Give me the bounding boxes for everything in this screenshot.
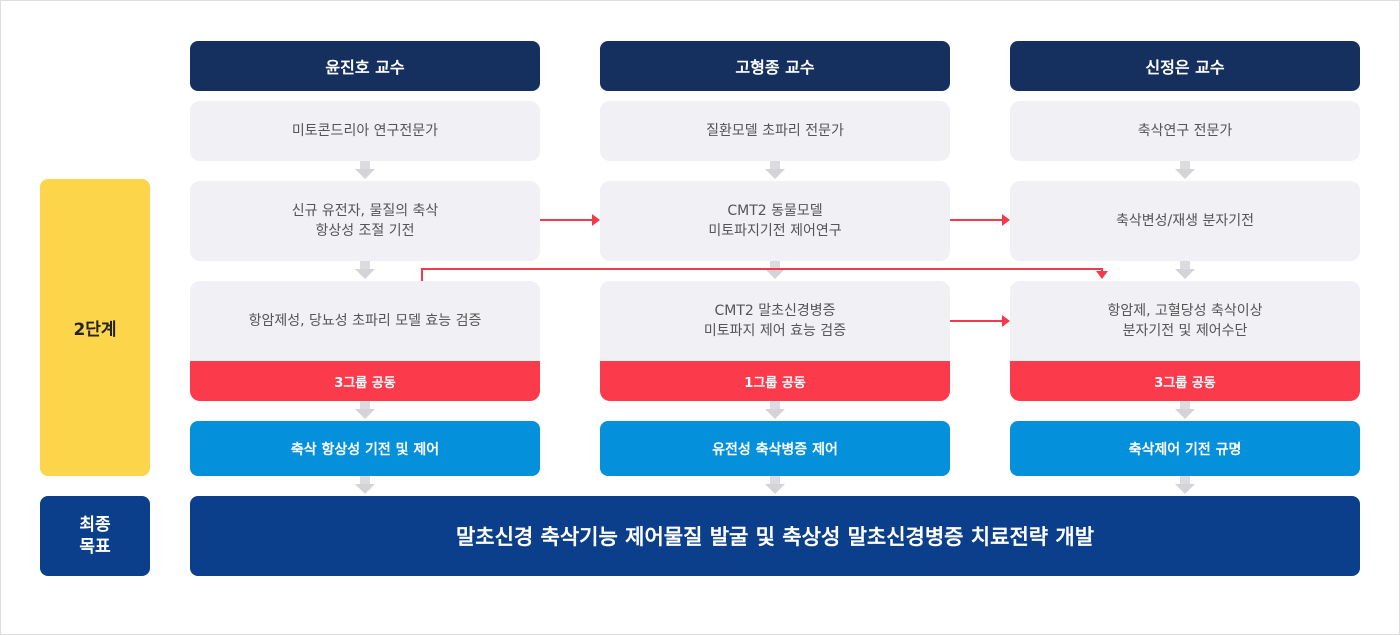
expertise-card: 미토콘드리아 연구전문가 [190,101,540,161]
validation-card: 항암제, 고혈당성 축삭이상 분자기전 및 제어수단 [1010,281,1360,361]
arrow-down-icon [355,476,375,494]
arrow-right-icon [1002,315,1010,327]
connector-line [1101,268,1103,272]
arrow-down-icon [765,161,785,179]
professor-header: 윤진호 교수 [190,41,540,91]
arrow-down-icon [1096,271,1108,279]
arrow-down-icon [765,476,785,494]
arrow-right-icon [592,214,600,226]
collab-badge: 3그룹 공동 [190,361,540,401]
outcome-box: 축삭 항상성 기전 및 제어 [190,421,540,476]
validation-card: 항암제성, 당뇨성 초파리 모델 효능 검증 [190,281,540,361]
arrow-down-icon [765,261,785,279]
research-step-card: 신규 유전자, 물질의 축삭 항상성 조절 기전 [190,181,540,261]
final-goal: 말초신경 축삭기능 제어물질 발굴 및 축상성 말초신경병증 치료전략 개발 [190,496,1360,576]
outcome-box: 유전성 축삭병증 제어 [600,421,950,476]
arrow-down-icon [355,161,375,179]
arrow-down-icon [355,401,375,419]
arrow-down-icon [1175,261,1195,279]
outcome-box: 축삭제어 기전 규명 [1010,421,1360,476]
professor-header: 신정은 교수 [1010,41,1360,91]
connector-line [950,219,1002,221]
arrow-down-icon [1175,476,1195,494]
expertise-card: 질환모델 초파리 전문가 [600,101,950,161]
connector-line [950,320,1002,322]
collab-badge: 3그룹 공동 [1010,361,1360,401]
final-label: 최종 목표 [40,496,150,576]
research-step-card: 축삭변성/재생 분자기전 [1010,181,1360,261]
arrow-down-icon [355,261,375,279]
arrow-right-icon [1002,214,1010,226]
arrow-down-icon [765,401,785,419]
professor-header: 고형종 교수 [600,41,950,91]
arrow-down-icon [1175,401,1195,419]
validation-card: CMT2 말초신경병증 미토파지 제어 효능 검증 [600,281,950,361]
connector-line [540,219,592,221]
collab-badge: 1그룹 공동 [600,361,950,401]
stage-label: 2단계 [40,179,150,476]
connector-line [421,268,423,281]
research-step-card: CMT2 동물모델 미토파지기전 제어연구 [600,181,950,261]
connector-line [421,268,1103,270]
expertise-card: 축삭연구 전문가 [1010,101,1360,161]
arrow-down-icon [1175,161,1195,179]
